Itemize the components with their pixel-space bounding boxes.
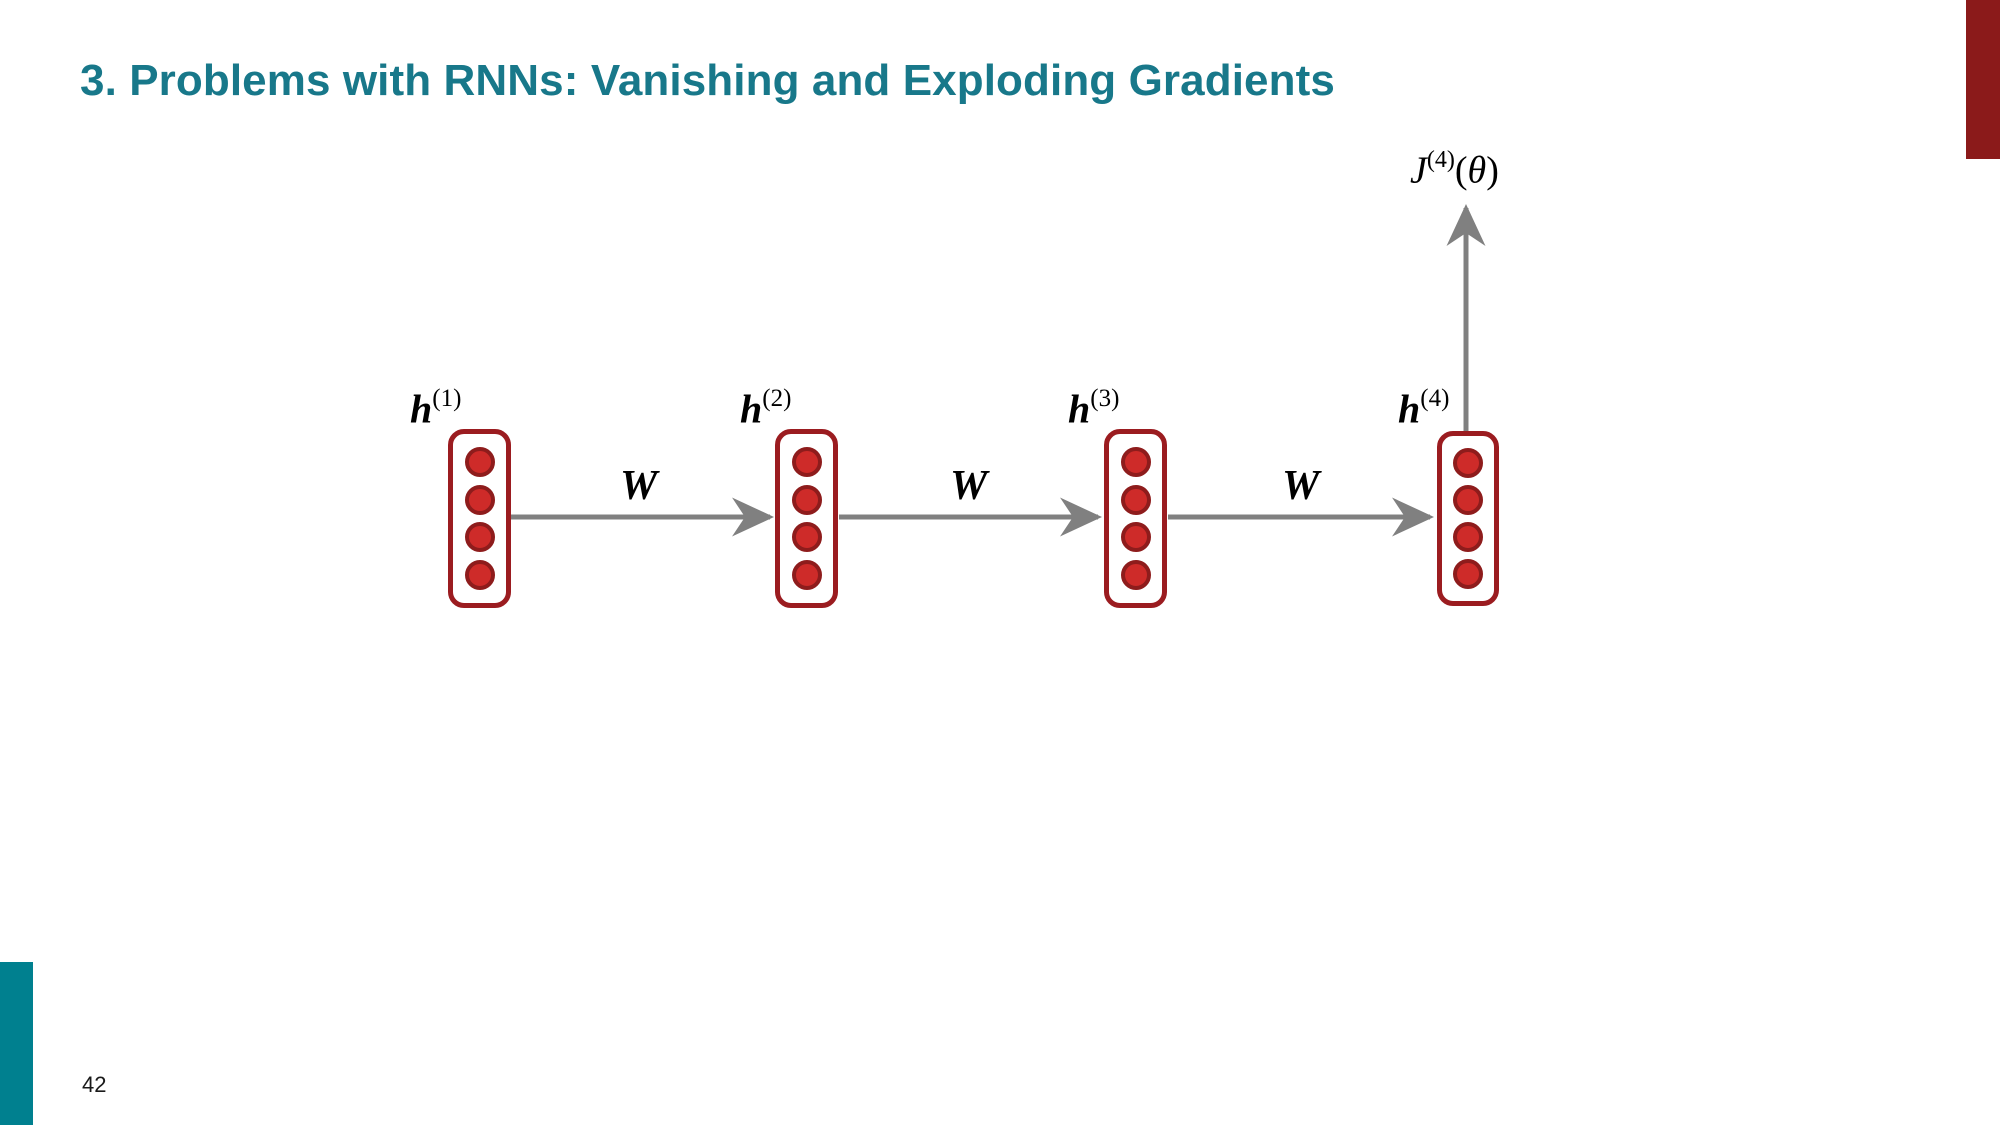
bottom-left-accent-bar xyxy=(0,962,33,1125)
state-label-h4: h(4) xyxy=(1398,385,1450,432)
neuron xyxy=(1120,560,1151,591)
state-label-h3-base: h xyxy=(1068,386,1091,432)
page-title: 3. Problems with RNNs: Vanishing and Exp… xyxy=(80,56,1335,105)
state-box-h4[interactable] xyxy=(1437,431,1499,606)
neuron xyxy=(1453,485,1483,516)
state-label-h1-superscript: (1) xyxy=(432,385,462,412)
neuron xyxy=(791,484,822,515)
neuron xyxy=(791,446,822,477)
neuron xyxy=(1120,522,1151,553)
neuron xyxy=(1453,448,1483,479)
loss-label-base: J xyxy=(1410,149,1427,192)
state-label-h1: h(1) xyxy=(410,385,462,432)
page-number: 42 xyxy=(82,1072,107,1097)
weight-label-w1: W xyxy=(620,463,658,509)
neuron xyxy=(464,560,495,591)
neuron xyxy=(1120,484,1151,515)
top-right-accent-bar xyxy=(1966,0,2000,159)
neuron xyxy=(791,522,822,553)
weight-label-w3: W xyxy=(1282,463,1320,509)
state-box-h3[interactable] xyxy=(1104,429,1167,608)
weight-label-w2: W xyxy=(950,463,988,509)
state-box-h2[interactable] xyxy=(775,429,838,608)
state-box-h1[interactable] xyxy=(448,429,511,608)
state-label-h3-superscript: (3) xyxy=(1090,385,1120,412)
loss-label-j4: J(4)(θ) xyxy=(1410,147,1499,192)
neuron xyxy=(464,446,495,477)
neuron xyxy=(464,484,495,515)
loss-label-superscript: (4) xyxy=(1426,147,1455,173)
loss-label-theta: θ xyxy=(1467,149,1487,192)
state-label-h4-superscript: (4) xyxy=(1420,385,1450,412)
loss-label-paren-open: ( xyxy=(1454,149,1468,192)
neuron xyxy=(464,522,495,553)
neuron xyxy=(1453,558,1483,589)
neuron xyxy=(791,560,822,591)
state-label-h2-superscript: (2) xyxy=(762,385,792,412)
state-label-h2-base: h xyxy=(740,386,763,432)
loss-label-paren-close: ) xyxy=(1486,149,1499,192)
state-label-h1-base: h xyxy=(410,386,433,432)
state-label-h3: h(3) xyxy=(1068,385,1120,432)
state-label-h2: h(2) xyxy=(740,385,792,432)
neuron xyxy=(1120,446,1151,477)
state-label-h4-base: h xyxy=(1398,386,1421,432)
neuron xyxy=(1453,521,1483,552)
